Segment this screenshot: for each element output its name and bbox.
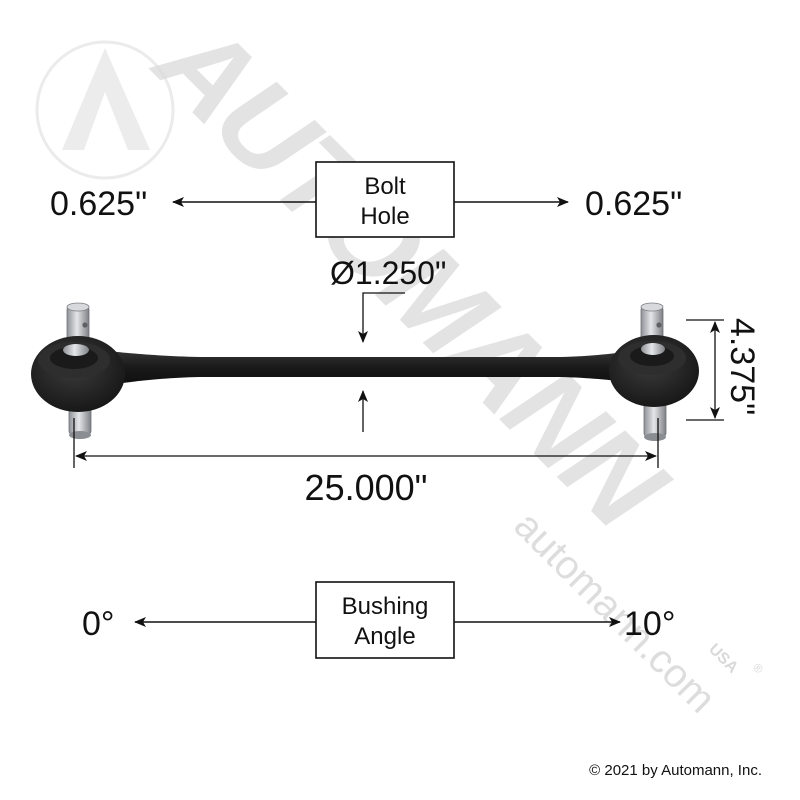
right-rod-end — [609, 302, 699, 441]
bushing-angle-label-box — [315, 581, 455, 659]
left-rod-end — [31, 302, 125, 439]
bushing-angle-max: 10° — [624, 605, 675, 643]
bolt-hole-left-value: 0.625" — [50, 185, 147, 223]
bushing-angle-dimension: Bushing Angle 0° 10° — [82, 581, 675, 659]
copyright-notice: © 2021 by Automann, Inc. — [589, 762, 762, 779]
bolt-hole-label-line1: Bolt — [364, 173, 406, 200]
watermark-url: automann.com — [506, 503, 724, 721]
length-value: 25.000" — [305, 467, 428, 508]
shaft-diameter-dimension: Ø1.250" — [330, 255, 446, 432]
bolt-hole-label-box — [315, 161, 455, 238]
bushing-angle-min: 0° — [82, 605, 115, 643]
automann-logo-icon — [35, 40, 175, 180]
bolt-hole-right-value: 0.625" — [585, 185, 682, 223]
bushing-angle-label-line2: Angle — [354, 623, 415, 650]
length-dimension: 25.000" — [73, 418, 659, 508]
shaft-diameter-leader — [358, 292, 405, 343]
shaft-diameter-value: Ø1.250" — [330, 255, 446, 291]
height-dimension: 4.375" — [686, 318, 761, 421]
watermark-region: USA — [705, 641, 741, 677]
torque-rod — [31, 302, 699, 441]
bolt-hole-label-line2: Hole — [360, 203, 409, 230]
rod-shaft — [96, 348, 650, 386]
bushing-angle-label-line1: Bushing — [342, 593, 429, 620]
height-value: 4.375" — [723, 318, 761, 415]
watermark-registered: ® — [750, 660, 766, 676]
bolt-hole-dimension: Bolt Hole 0.625" 0.625" — [50, 161, 682, 238]
